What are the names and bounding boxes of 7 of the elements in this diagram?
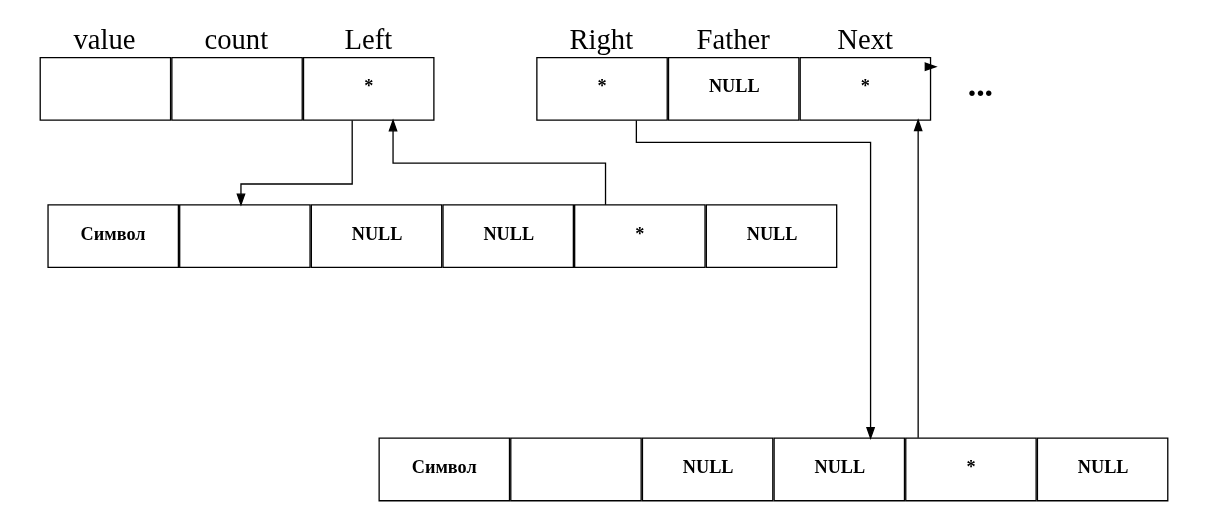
node-label: Right xyxy=(568,23,633,56)
node-label: value xyxy=(72,23,136,56)
node-label: Next xyxy=(836,23,893,56)
node-text: ... xyxy=(967,65,993,103)
node-label: Left xyxy=(344,23,392,56)
node-label: count xyxy=(203,23,268,56)
node-label: Father xyxy=(696,23,770,56)
